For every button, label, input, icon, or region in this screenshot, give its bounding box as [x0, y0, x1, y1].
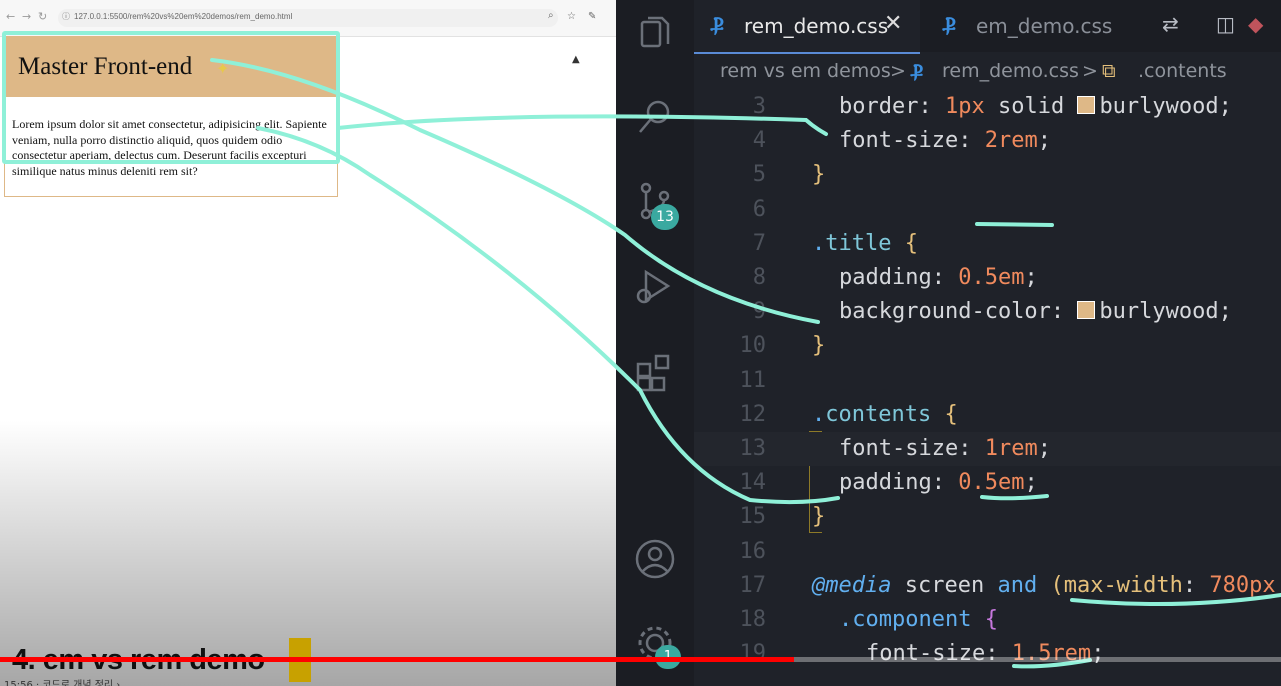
selector-icon: ⧉ [1102, 60, 1116, 82]
annotation-highlight [2, 31, 340, 164]
code-line[interactable]: 18 .component { [694, 603, 1281, 637]
line-text: font-size: 1.5rem; [866, 641, 1105, 667]
search-icon[interactable] [634, 96, 676, 138]
line-text: padding: 0.5em; [839, 265, 1038, 290]
breadcrumb: rem vs em demos > Ⳁ rem_demo.css > ⧉ .co… [694, 54, 1281, 88]
reload-icon[interactable]: ↻ [38, 10, 48, 23]
account-icon[interactable] [634, 538, 676, 580]
line-number: 13 [739, 436, 767, 461]
url-text: 127.0.0.1:5500/rem%20vs%20em%20demos/rem… [74, 12, 293, 21]
line-number: 11 [739, 367, 767, 393]
editor-tabs: Ⳁ rem_demo.css ✕ Ⳁ em_demo.css ⇄ ◫ ◆ [694, 0, 1281, 54]
code-line[interactable]: 19 font-size: 1.5rem; [694, 637, 1281, 671]
scm-badge: 13 [651, 204, 679, 230]
info-icon: ⓘ [62, 12, 70, 21]
line-text: .title { [812, 230, 918, 256]
video-progress-fill [0, 657, 795, 662]
browser-toolbar: ← → ↻ ⓘ 127.0.0.1:5500/rem%20vs%20em%20d… [0, 0, 616, 37]
line-text: font-size: 2rem; [839, 128, 1051, 154]
css-icon: Ⳁ [910, 60, 924, 82]
code-line[interactable]: 6 [694, 193, 1281, 227]
explorer-icon[interactable] [634, 12, 676, 54]
breadcrumb-symbol[interactable]: .contents [1138, 60, 1227, 82]
line-number: 4 [752, 128, 766, 154]
line-text: border: 1px solid burlywood; [839, 94, 1232, 119]
code-line[interactable]: 9 background-color: burlywood; [694, 295, 1281, 329]
code-line[interactable]: 12 .contents { [694, 398, 1281, 432]
extension-diamond-icon[interactable]: ◆ [1248, 12, 1264, 36]
code-line[interactable]: 5} [694, 158, 1281, 192]
line-number: 10 [739, 333, 767, 359]
breadcrumb-file[interactable]: rem_demo.css [942, 60, 1079, 82]
tab-label: rem_demo.css [744, 14, 889, 38]
code-area[interactable]: 3 border: 1px solid burlywood; 4 font-size:… [694, 88, 1281, 686]
forward-icon[interactable]: → [22, 10, 32, 23]
line-number: 3 [752, 94, 766, 119]
activity-bar: 13 1 [616, 0, 694, 686]
breadcrumb-separator: > [1082, 60, 1098, 82]
mouse-cursor-icon: ▲ [572, 54, 580, 65]
line-text: } [812, 333, 826, 359]
breadcrumb-separator: > [890, 60, 906, 82]
code-line[interactable]: 17 @media screen and (max-width: 780px [694, 569, 1281, 603]
code-line[interactable]: 8 padding: 0.5em; [694, 261, 1281, 295]
css-icon: Ⳁ [710, 12, 724, 36]
compare-changes-icon[interactable]: ⇄ [1162, 12, 1179, 36]
code-line[interactable]: 14 padding: 0.5em; [694, 466, 1281, 500]
line-text: padding: 0.5em; [839, 470, 1038, 496]
address-bar[interactable]: ⓘ 127.0.0.1:5500/rem%20vs%20em%20demos/r… [58, 9, 558, 27]
line-number: 12 [739, 401, 767, 427]
line-number: 5 [752, 162, 766, 188]
line-text: @media screen and (max-width: 780px [812, 572, 1276, 598]
page-title: Master Front-end [18, 53, 193, 80]
line-text: } [812, 504, 826, 530]
bookmark-star-icon[interactable]: ☆ [567, 11, 576, 22]
line-number: 14 [739, 470, 767, 496]
code-line[interactable]: 3 border: 1px solid burlywood; [694, 90, 1281, 124]
extension-icon[interactable]: ✎ [588, 11, 597, 22]
tab-rem-demo-css[interactable]: Ⳁ rem_demo.css ✕ [694, 0, 920, 54]
browser-window: ← → ↻ ⓘ 127.0.0.1:5500/rem%20vs%20em%20d… [0, 0, 616, 686]
line-number: 8 [752, 265, 766, 290]
code-line[interactable]: 11 [694, 364, 1281, 398]
video-time[interactable]: 15:56 · 코드로 개념 정리 › [4, 680, 121, 686]
tab-label: em_demo.css [976, 14, 1113, 38]
line-number: 6 [752, 196, 766, 222]
breadcrumb-folder[interactable]: rem vs em demos [720, 60, 891, 82]
line-text: font-size: 1rem; [839, 436, 1051, 461]
code-line[interactable]: 4 font-size: 2rem; [694, 124, 1281, 158]
line-number: 19 [739, 641, 767, 667]
code-editor: 13 1 Ⳁ rem_demo.css ✕ Ⳁ em_demo.css ⇄ ◫ … [616, 0, 1281, 686]
line-number: 15 [739, 504, 767, 530]
code-line[interactable]: 10} [694, 329, 1281, 363]
line-text: .component { [839, 607, 998, 632]
code-line[interactable]: 13 font-size: 1rem; [694, 432, 1281, 466]
code-line[interactable]: 7 .title { [694, 227, 1281, 261]
tab-em-demo-css[interactable]: Ⳁ em_demo.css [934, 0, 1134, 52]
line-number: 18 [739, 607, 767, 632]
split-editor-icon[interactable]: ◫ [1216, 12, 1235, 36]
code-line[interactable]: 15} [694, 500, 1281, 534]
line-number: 7 [752, 230, 766, 256]
line-number: 16 [739, 538, 767, 564]
settings-gear-icon[interactable] [634, 622, 676, 664]
back-icon[interactable]: ← [6, 10, 16, 23]
zoom-icon[interactable]: ⌕ [548, 10, 554, 21]
extensions-icon[interactable] [634, 350, 676, 392]
css-icon: Ⳁ [942, 12, 956, 36]
code-line[interactable]: 16 [694, 535, 1281, 569]
run-debug-icon[interactable] [634, 266, 676, 308]
line-text: background-color: burlywood; [839, 299, 1232, 325]
close-icon[interactable]: ✕ [884, 11, 903, 36]
line-text: } [812, 162, 826, 188]
line-number: 17 [739, 572, 767, 598]
line-text: .contents { [812, 401, 958, 427]
line-number: 9 [752, 299, 766, 325]
